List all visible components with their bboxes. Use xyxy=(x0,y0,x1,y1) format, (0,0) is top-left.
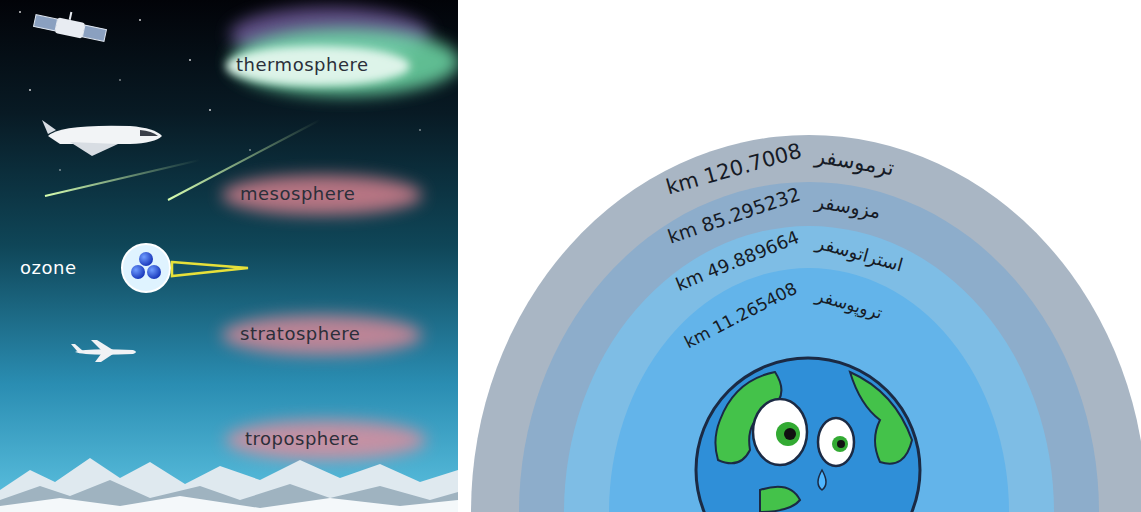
layer-name: مزوسفر xyxy=(814,191,883,224)
layer-name: ترموسفر xyxy=(814,144,896,181)
atmosphere-band: مزوسفرkm 85.295232استراتوسفرkm 49.889664… xyxy=(519,182,1099,512)
layer-label: mesosphere xyxy=(240,183,355,205)
atmosphere-illustration xyxy=(0,0,458,512)
atmosphere-band: تروپوسفر km 11.265408 xyxy=(609,268,1009,512)
layer-label: troposphere xyxy=(245,428,359,450)
atmosphere-band: استراتوسفرkm 49.889664تروپوسفرkm 11.2654… xyxy=(564,226,1054,512)
layer-label: stratosphere xyxy=(240,323,360,345)
layer-label: thermosphere xyxy=(236,54,369,76)
layer-name: تروپوسفر xyxy=(814,286,885,324)
atmosphere-band: ترموسفرkm 120.7008مزوسفرkm 85.295232استر… xyxy=(471,135,1141,512)
layer-label: ozone xyxy=(20,257,76,279)
altitude-value: km 11.265408 xyxy=(682,279,801,353)
